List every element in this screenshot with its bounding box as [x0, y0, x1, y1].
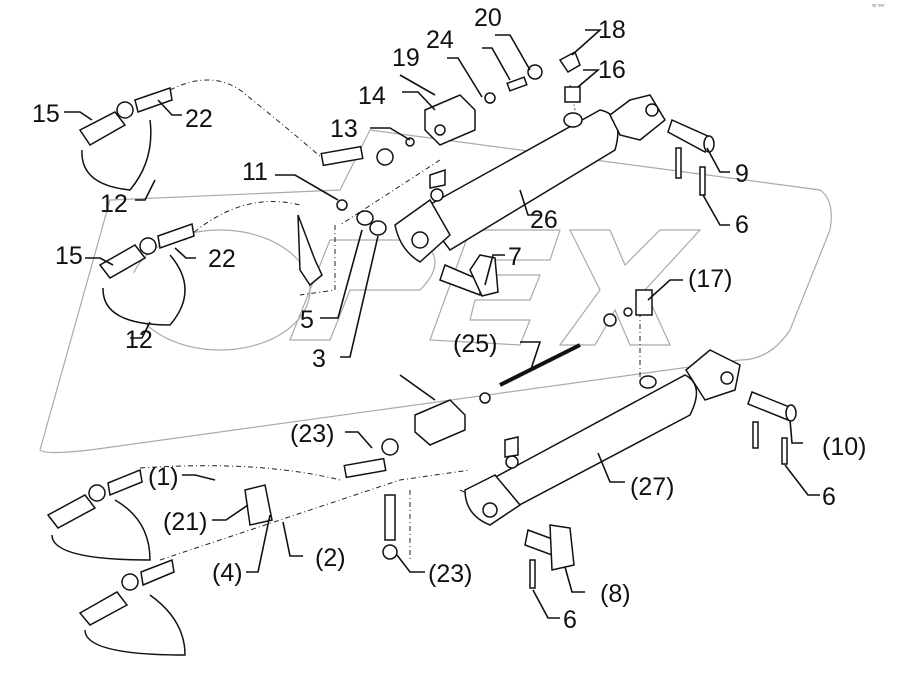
callout-19: 19: [392, 44, 420, 72]
callout-6-upper: 6: [735, 211, 749, 239]
callout-23-upper: (23): [290, 420, 334, 448]
small-parts: [244, 137, 415, 560]
callout-18: 18: [598, 16, 626, 44]
callout-12-middle: 12: [125, 326, 153, 354]
callout-6-lower: 6: [563, 606, 577, 634]
callout-22-upper: 22: [185, 105, 213, 133]
callout-8: (8): [600, 580, 631, 608]
coupler-lower-2: [78, 558, 186, 656]
callout-3: 3: [312, 345, 326, 373]
callout-26: 26: [530, 206, 558, 234]
callout-labels: 20 18 24 19 16 14 15 22 13 11 9 12 26 6 …: [32, 4, 884, 634]
callout-7: 7: [508, 243, 522, 271]
leader-lines: [64, 29, 820, 619]
pin-9: [667, 118, 715, 196]
callout-20: 20: [474, 4, 502, 32]
callout-15-middle: 15: [55, 242, 83, 270]
callout-9: 9: [735, 160, 749, 188]
pin-10: [747, 391, 797, 465]
valve-lower: [399, 289, 653, 446]
callout-1: (1): [148, 463, 179, 491]
callout-13: 13: [330, 115, 358, 143]
bracket-8: [524, 524, 575, 589]
callout-16: 16: [598, 56, 626, 84]
callout-11: 11: [242, 158, 268, 186]
cylinder-26: [394, 94, 666, 263]
callout-25: (25): [453, 330, 497, 358]
callout-15-upper: 15: [32, 100, 60, 128]
valve-14: [399, 50, 581, 146]
callout-14: 14: [358, 82, 386, 110]
coupler-middle: [98, 222, 195, 326]
callout-22-middle: 22: [208, 245, 236, 273]
callout-24: 24: [426, 26, 454, 54]
callout-27: (27): [630, 473, 674, 501]
callout-5: 5: [300, 306, 314, 334]
callout-4: (4): [212, 559, 243, 587]
callout-6-middle: 6: [822, 483, 836, 511]
callout-17: (17): [688, 265, 732, 293]
coupler-lower-1: [46, 468, 151, 561]
callout-21: (21): [163, 508, 207, 536]
coupler-upper: [78, 87, 173, 191]
cylinder-27: [464, 349, 741, 526]
callout-12-upper: 12: [100, 190, 128, 218]
corner-mark: ᵘᵖ ˢˢˢ: [872, 4, 884, 10]
callout-23-lower: (23): [428, 560, 472, 588]
callout-2: (2): [315, 544, 346, 572]
callout-10: (10): [822, 433, 866, 461]
